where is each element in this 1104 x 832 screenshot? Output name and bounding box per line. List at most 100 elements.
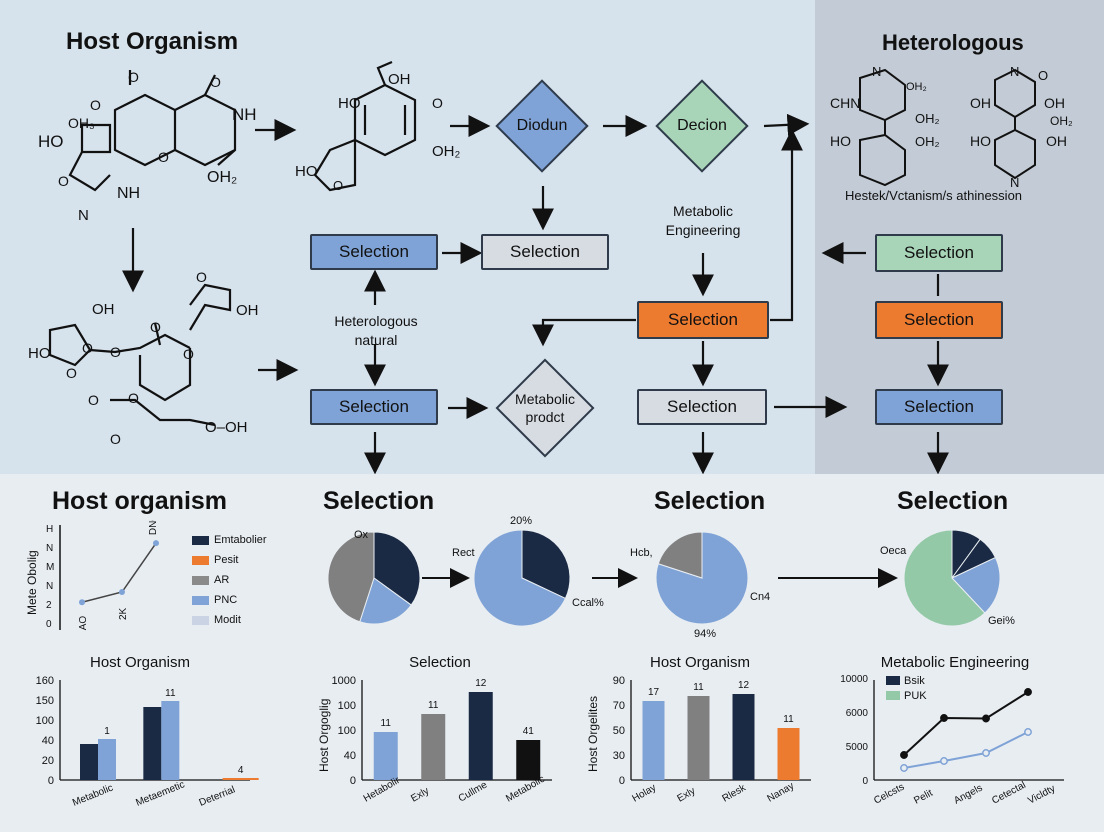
svg-text:O: O [432,95,443,111]
selection-box-h[interactable]: Selection [875,389,1003,425]
lc2-legend-label: Bsik [904,675,925,687]
svg-text:HO: HO [295,163,318,180]
legend-item: Modit [192,610,267,630]
bar-chart-1-title: Host Organism [89,654,191,671]
host-organism-title: Host Organism [66,28,239,55]
lc2-xtick: Vicldty [1026,783,1057,806]
svg-text:N: N [1010,175,1019,190]
pie-2-label-2: 94% [694,628,716,640]
bottom-panel [0,474,1104,832]
bar-xtick: Nanay [766,781,797,805]
bar-ytick: 150 [36,695,54,707]
lc2-point [940,714,948,722]
svg-text:OH: OH [236,302,259,319]
lc2-ytick: 6000 [846,708,869,719]
pies-row: Ox 20% Rect Ccal% Hcb, Cn4 94% Oeca Gei% [327,515,1015,640]
svg-text:O: O [196,269,207,285]
legend-label: PNC [214,594,238,606]
bar-chart-3-title: Host Organism [649,654,751,671]
bar-label: 11 [165,688,176,699]
svg-text:HO: HO [28,345,51,362]
bar-xtick: Metabolic [71,783,115,809]
legend-item: AR [192,570,267,590]
lc2-point [900,764,908,772]
selection-box-f[interactable]: Selection [875,234,1003,272]
svg-text:O: O [110,344,121,360]
lc1-xtick: AO [78,616,89,631]
svg-text:CHN: CHN [830,95,860,111]
svg-text:O: O [183,346,194,362]
legend-label: Emtabolier [214,534,267,546]
svg-text:O: O [158,149,169,165]
lc2-ytick: 5000 [846,742,869,753]
pie-3-label-1: Gei% [988,615,1015,627]
bar-label: 17 [648,687,660,698]
svg-text:HO: HO [970,133,991,149]
lc1-point [119,589,125,595]
bar-xtick: Rlesk [721,782,749,805]
bar [732,694,755,780]
legend-label: Pesit [214,554,239,566]
bar-label: 12 [475,678,487,689]
lc1-point [79,599,85,606]
pie-1-label-2: Ccal% [572,597,604,609]
svg-text:HO: HO [830,133,851,149]
bar-ytick: 100 [338,700,356,712]
bar-ytick: 50 [613,725,625,737]
bar-ytick: 160 [36,675,54,687]
lc2-point [1024,688,1032,696]
diamond-metabolic-product[interactable]: Metabolic prodct [490,358,600,458]
lc2-legend-swatch [886,691,900,700]
svg-text:O: O [88,392,99,408]
diamond-diodun[interactable]: Diodun [492,79,592,173]
bar-ytick: 0 [48,775,54,787]
lc2-xtick: Angels [952,783,984,807]
lc1-xtick: 2K [118,607,129,620]
lc2-ytick: 0 [862,776,868,787]
svg-text:OH: OH [1044,95,1065,111]
lc1-ytick: 0 [46,619,52,630]
pie-3-label-0: Oeca [880,545,907,557]
lc2-xtick: Celcsts [872,782,906,807]
structure-layer: O O O NH OH₃ HO O OH₂ NH O N OH HO O OH₂… [28,60,1073,474]
legend-swatch [192,535,209,545]
bar-ytick: 70 [613,700,625,712]
svg-text:NH: NH [232,105,257,124]
lc2-point [940,757,948,765]
svg-text:N: N [872,64,881,79]
bar-ytick: 1000 [332,675,356,687]
lc2-point [982,749,990,757]
bar-ytick: 40 [344,750,356,762]
svg-text:OH: OH [1046,133,1067,149]
selection-box-g[interactable]: Selection [875,301,1003,339]
selection-box-a[interactable]: Selection [310,234,438,270]
heterologous-title: Heterologous [882,30,1024,55]
pie-2-label-1: Cn4 [750,591,770,603]
pie-slice [373,531,421,606]
svg-text:OH₂: OH₂ [906,81,927,93]
bar-ytick: 20 [42,755,54,767]
line-chart-2-title: Metabolic Engineering [880,654,1030,671]
selection-box-e[interactable]: Selection [637,389,767,425]
lc1-ytick: N [46,543,53,554]
diamond-decion[interactable]: Decion [650,79,754,173]
svg-text:O: O [128,69,139,85]
lc2-series [903,731,1029,769]
bar-xtick: Metaemetic [134,779,186,809]
selection-box-d[interactable]: Selection [310,389,438,425]
bar [98,739,116,780]
heading-selection-3: Selection [897,487,1009,515]
selection-box-c[interactable]: Selection [637,301,769,339]
svg-text:OH: OH [388,71,411,88]
bar [421,714,446,780]
lc2-point [1024,728,1032,736]
bar-label: 12 [738,680,750,691]
bar-ylabel: Host Orgelites [586,696,600,772]
legend-swatch [192,555,209,565]
pie-0-label-0: Ox [354,529,369,541]
svg-text:OH₂: OH₂ [915,134,940,149]
selection-box-b[interactable]: Selection [481,234,609,270]
